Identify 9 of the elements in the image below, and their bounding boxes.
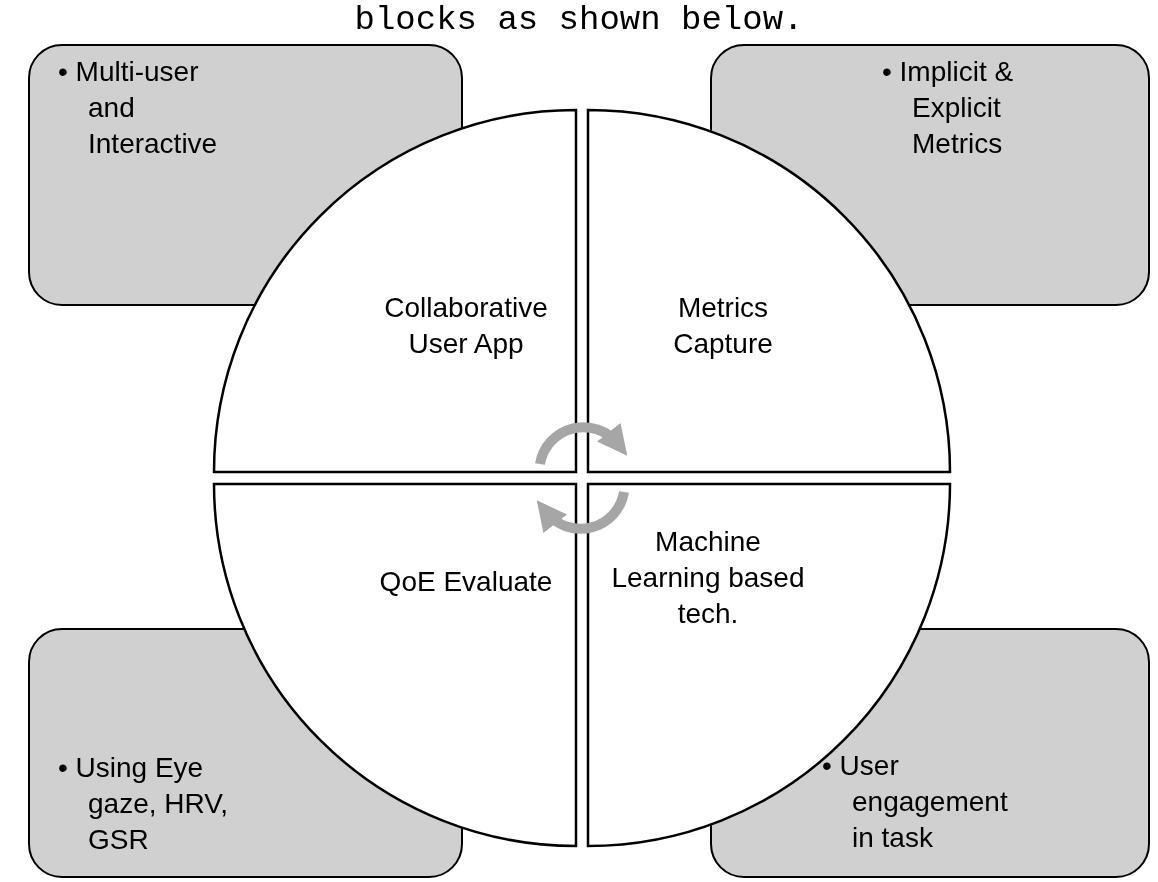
bullet-text: • Using Eye gaze, HRV, GSR [58, 751, 230, 857]
quadrant-label: Machine Learning based tech. [610, 525, 806, 631]
bullet-text: • User engagement in task [822, 749, 1009, 855]
quadrant-label: Collaborative User App [383, 291, 549, 361]
quadrant-label: QoE Evaluate [378, 565, 554, 599]
bullet-text: • Multi-user and Interactive [58, 55, 219, 161]
bullet-text: • Implicit & Explicit Metrics [882, 55, 1015, 161]
heading-text: blocks as shown below. [353, 0, 805, 40]
quadrant-label: Metrics Capture [672, 291, 774, 361]
